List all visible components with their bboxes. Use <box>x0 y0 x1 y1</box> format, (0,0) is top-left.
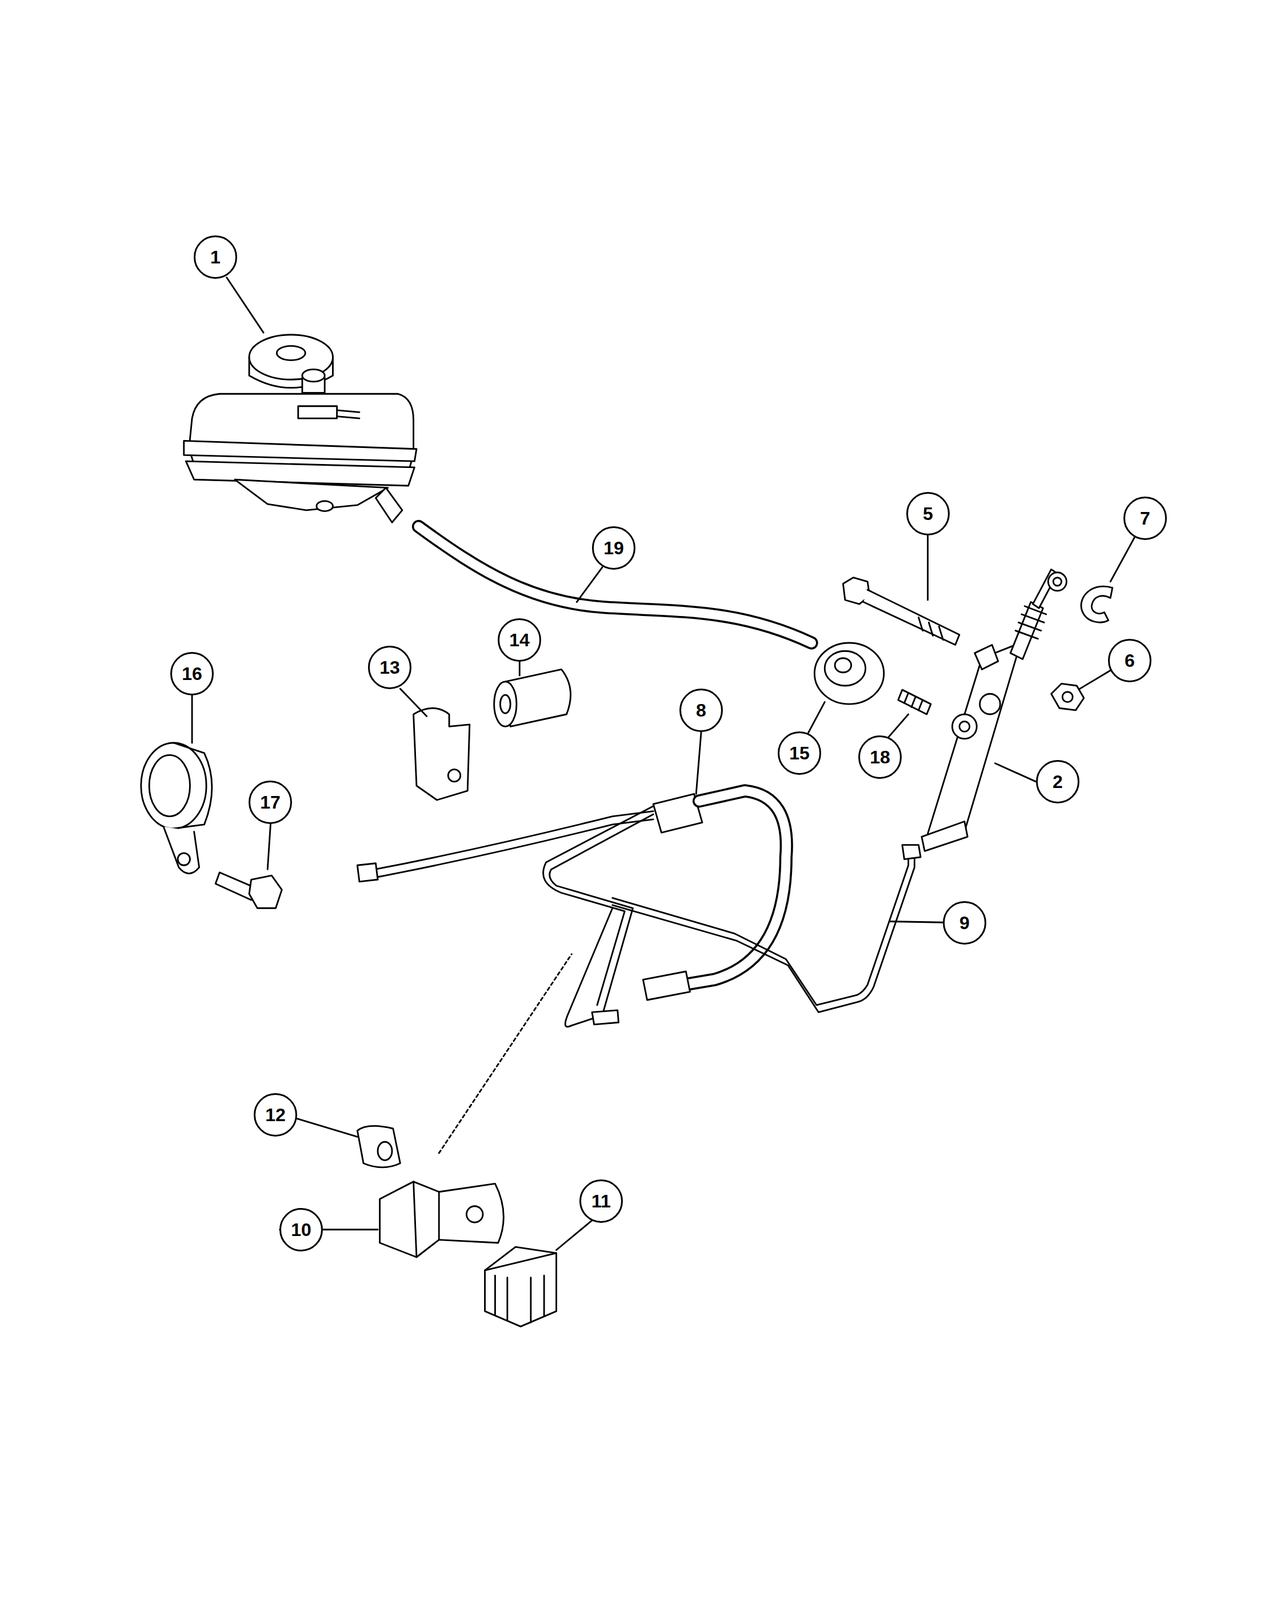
hose <box>418 526 812 643</box>
callout-number: 13 <box>379 658 400 677</box>
callout-circle: 2 <box>1036 760 1080 804</box>
callout-circle: 6 <box>1108 638 1152 683</box>
callout-circle: 15 <box>777 731 822 775</box>
callout-number: 12 <box>265 1105 286 1124</box>
rubber-insulator <box>485 1246 557 1327</box>
callout-circle: 14 <box>497 618 542 662</box>
callout-circle: 5 <box>906 492 950 536</box>
callout-number: 11 <box>591 1192 611 1211</box>
pipe <box>612 852 909 1006</box>
callout-circle: 11 <box>579 1179 623 1223</box>
callout-circle: 13 <box>368 645 412 690</box>
callout-number: 14 <box>509 630 530 650</box>
callout-number: 9 <box>959 913 970 932</box>
nut-hole <box>1062 692 1073 703</box>
callout-number: 6 <box>1124 651 1135 670</box>
callout-circle: 7 <box>1123 496 1167 540</box>
callout-number: 10 <box>290 1220 312 1239</box>
clutch-master-cylinder <box>921 569 1067 851</box>
retaining-clip <box>1081 586 1113 623</box>
callout-number: 15 <box>789 744 810 763</box>
clamp <box>141 742 212 874</box>
callout-number: 16 <box>181 664 203 683</box>
grommet <box>814 642 884 704</box>
nut <box>1051 683 1084 710</box>
callout-circle: 16 <box>170 652 214 696</box>
assembly-guide-line <box>438 954 572 1154</box>
callout-number: 8 <box>696 701 707 720</box>
callout-circle: 17 <box>248 780 292 824</box>
clip-nut <box>357 1125 400 1167</box>
pipe-assembly <box>357 790 787 1027</box>
pipe-clip <box>413 708 470 800</box>
hose-inner <box>418 526 812 643</box>
callout-circle: 1 <box>193 235 238 279</box>
callout-circle: 9 <box>942 901 987 945</box>
callout-circle: 10 <box>279 1208 323 1252</box>
fluid-reservoir <box>184 334 417 523</box>
bolt <box>842 577 960 646</box>
leader-lines <box>192 277 1135 1251</box>
callout-circle: 19 <box>592 526 636 570</box>
callout-number: 19 <box>603 538 624 558</box>
callout-circle: 8 <box>679 688 723 732</box>
callout-circle: 12 <box>253 1093 298 1137</box>
callout-number: 1 <box>210 248 221 267</box>
fitting <box>898 689 931 715</box>
callout-number: 18 <box>869 748 891 767</box>
callout-number: 5 <box>922 504 934 523</box>
callout-number: 17 <box>260 793 281 812</box>
bolt <box>215 872 256 900</box>
callout-number: 2 <box>1052 772 1063 791</box>
bracket <box>380 1181 504 1258</box>
callout-number: 7 <box>1140 509 1151 528</box>
callout-circle: 18 <box>858 735 902 779</box>
